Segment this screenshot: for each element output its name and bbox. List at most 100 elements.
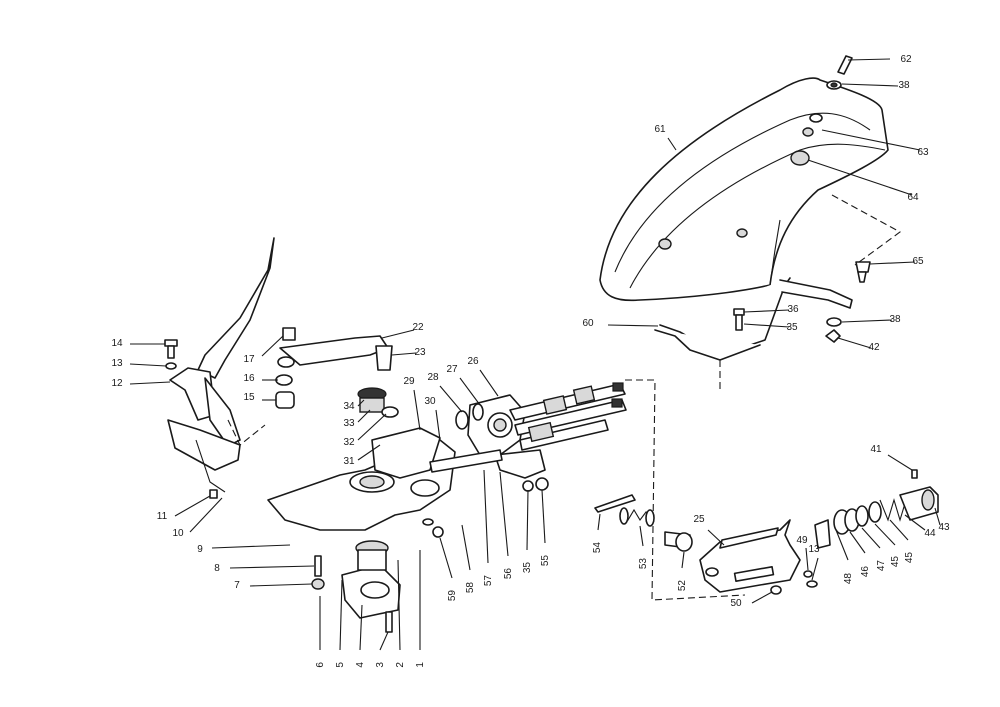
callout-leader-48	[835, 529, 849, 561]
callout-leader-22	[381, 329, 415, 339]
callout-36: 36	[743, 304, 799, 315]
callout-4: 4	[355, 604, 366, 668]
callout-9: 9	[197, 544, 291, 555]
callout-leader-8	[229, 565, 315, 569]
callout-63: 63	[821, 129, 929, 158]
callout-label-12: 12	[111, 378, 123, 389]
callout-leader-26	[479, 369, 499, 397]
callout-label-8: 8	[214, 563, 220, 574]
callout-34: 34	[343, 399, 365, 412]
callout-leader-17	[261, 335, 284, 357]
lever-bolt-part-14	[164, 339, 178, 370]
callout-label-63: 63	[917, 147, 929, 158]
callout-leader-58	[461, 524, 471, 571]
callout-label-61: 61	[654, 124, 666, 135]
callout-label-35a: 35	[786, 322, 798, 333]
callout-52: 52	[677, 551, 688, 592]
callout-leader-49	[805, 547, 809, 571]
callout-41: 41	[870, 444, 913, 471]
callout-25: 25	[693, 514, 725, 546]
callout-46: 46	[849, 531, 871, 578]
callout-label-59: 59	[447, 590, 458, 602]
callout-26: 26	[467, 356, 499, 397]
callout-label-22: 22	[412, 322, 424, 333]
callout-label-29: 29	[403, 376, 415, 387]
callout-leader-23	[391, 352, 417, 356]
callout-label-28: 28	[427, 372, 439, 383]
callout-6: 6	[315, 596, 326, 668]
callout-32: 32	[343, 413, 387, 448]
callout-45b: 45	[889, 519, 915, 563]
callout-label-49: 49	[796, 535, 808, 546]
callout-leader-13a	[129, 363, 167, 367]
callout-leader-31	[357, 444, 381, 461]
callout-label-54: 54	[592, 542, 603, 554]
callout-53: 53	[638, 525, 649, 569]
callout-label-5: 5	[335, 662, 346, 668]
callout-label-41: 41	[870, 444, 882, 455]
callout-leader-59	[439, 537, 453, 579]
callout-50: 50	[730, 591, 773, 609]
bracket-bolt-part-36	[733, 308, 745, 331]
callout-27: 27	[446, 364, 481, 406]
callout-label-27: 27	[446, 364, 458, 375]
callout-label-34: 34	[343, 401, 355, 412]
callout-leader-55	[541, 489, 546, 544]
callout-label-4: 4	[355, 662, 366, 668]
callout-14: 14	[111, 338, 165, 349]
callout-label-42: 42	[868, 342, 880, 353]
callout-54: 54	[592, 513, 603, 554]
callout-leader-38a	[841, 83, 899, 87]
callout-13b: 13	[808, 544, 820, 581]
callout-16: 16	[243, 373, 278, 384]
callout-23: 23	[391, 347, 426, 358]
callout-leader-36	[743, 309, 790, 313]
callout-leader-12	[129, 381, 171, 385]
plunger-part-52	[664, 531, 693, 552]
callout-17: 17	[243, 335, 284, 365]
callout-11: 11	[157, 495, 211, 522]
callout-1: 1	[415, 550, 426, 668]
callout-label-46: 46	[860, 566, 871, 578]
clutch-stack	[814, 469, 939, 549]
callout-64: 64	[807, 159, 919, 203]
callout-65: 65	[869, 256, 924, 267]
callout-label-65: 65	[912, 256, 924, 267]
shift-lever-part-12	[167, 237, 275, 493]
callout-38a: 38	[841, 80, 910, 91]
fender-bolt-part-62	[809, 55, 853, 123]
callout-label-2: 2	[395, 662, 406, 668]
callout-leader-35b	[526, 489, 529, 551]
callout-35a: 35	[743, 322, 798, 333]
callout-label-38a: 38	[898, 80, 910, 91]
callout-2: 2	[395, 559, 406, 668]
pin-part-8	[311, 555, 325, 590]
callout-55: 55	[540, 489, 551, 567]
callout-leader-47	[861, 527, 881, 549]
callout-43: 43	[934, 507, 950, 533]
callout-13a: 13	[111, 358, 167, 369]
callout-44: 44	[904, 514, 936, 539]
fender-bracket-part-60	[654, 277, 853, 361]
callout-leader-50	[751, 591, 773, 604]
callout-leader-52	[681, 551, 685, 569]
callout-leader-56	[499, 471, 509, 557]
callout-label-47: 47	[876, 560, 887, 572]
callout-leader-27	[459, 377, 481, 406]
callout-15: 15	[243, 392, 276, 403]
callout-leader-57	[483, 469, 489, 564]
callout-label-55: 55	[540, 555, 551, 567]
callout-label-43: 43	[938, 522, 950, 533]
callout-label-52: 52	[677, 580, 688, 592]
callout-31: 31	[343, 444, 381, 467]
callout-leader-28	[439, 385, 463, 413]
callout-leader-53	[639, 525, 644, 547]
callout-leader-45b	[889, 519, 909, 541]
callout-leader-64	[807, 159, 913, 196]
callout-leader-4	[359, 604, 363, 651]
callout-label-50: 50	[730, 598, 742, 609]
callout-57: 57	[483, 469, 494, 586]
pin-part-54	[594, 494, 636, 513]
callout-leader-9	[211, 544, 291, 549]
